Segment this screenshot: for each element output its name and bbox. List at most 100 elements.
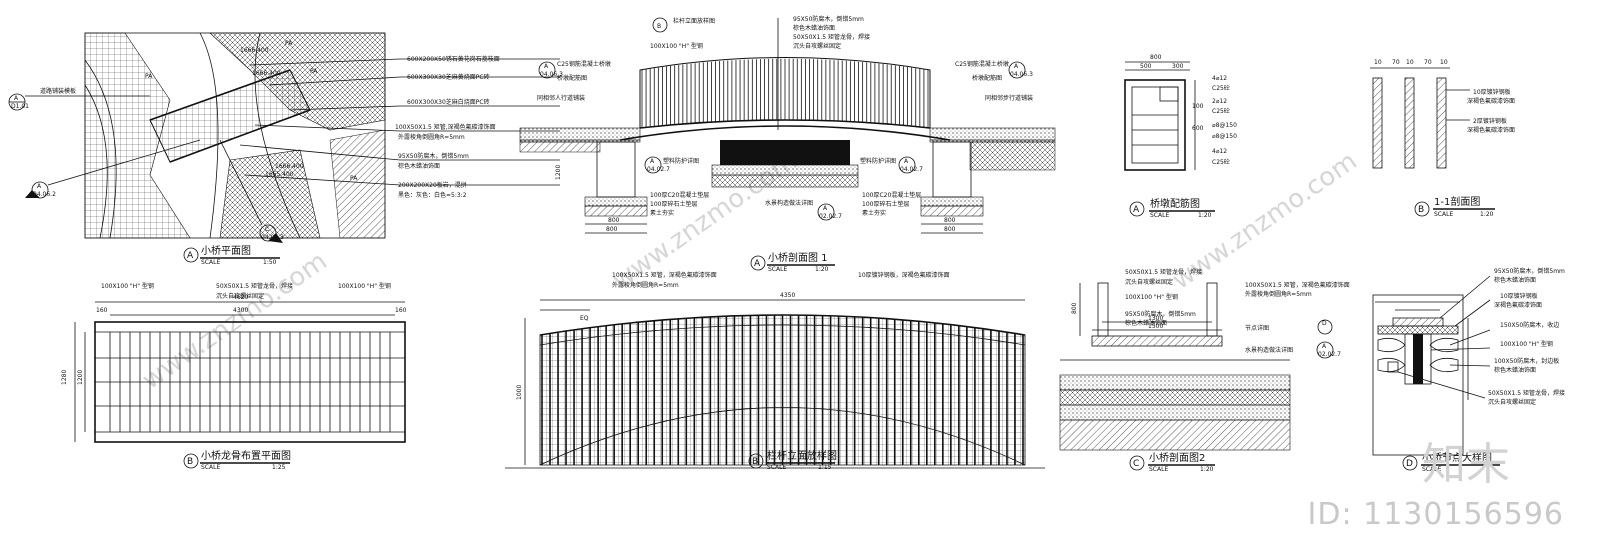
drawing-title: 小桥平面图 bbox=[201, 245, 251, 257]
scale-value: 1:25 bbox=[272, 464, 286, 471]
callout-label: C bbox=[265, 226, 269, 233]
elevation: 1665.400 bbox=[265, 171, 294, 178]
keel-note: 50X50X1.5 矩管龙骨，焊接 bbox=[216, 282, 293, 290]
scale-value: 1:50 bbox=[263, 259, 277, 266]
dim: 800 bbox=[1071, 302, 1078, 314]
scale-label: SCALE bbox=[767, 464, 786, 471]
plan-note: 600X200X50锈石黄花岗石荔枝面 bbox=[407, 55, 500, 63]
scale-value: 1:20 bbox=[1200, 466, 1214, 473]
section-note: 深褐色氟碳漆饰面 bbox=[1467, 97, 1515, 105]
dim: 800 bbox=[608, 217, 620, 224]
s1-bottom-note: 100厚C20混凝土垫层 bbox=[650, 191, 709, 199]
plan-left-note: 道路铺装模板 bbox=[40, 87, 76, 95]
drawing-title: 小桥龙骨布置平面图 bbox=[201, 449, 291, 462]
dim: 800 bbox=[606, 226, 618, 233]
plan-note: 200X200X20板岩，混拼 bbox=[398, 181, 467, 189]
callout-ref: 04.06.3 bbox=[540, 71, 563, 78]
dim: 300 bbox=[1172, 63, 1184, 70]
node-note: 10厚镀锌钢板 bbox=[1500, 292, 1538, 300]
drawing-mark: A bbox=[187, 251, 194, 261]
node-leaders bbox=[1397, 275, 1491, 399]
dim: 10 bbox=[1440, 59, 1448, 66]
elevation: 1666.400 bbox=[240, 47, 269, 54]
callout-ref: 02.02.7 bbox=[819, 213, 842, 220]
plan-note: 95X50防腐木，倒错5mm bbox=[398, 152, 469, 160]
s1-left-note: 同相邻人行道铺装 bbox=[537, 94, 585, 102]
scale-label: SCALE bbox=[1149, 466, 1168, 473]
dim: 500 bbox=[1140, 63, 1152, 70]
watermark-id: ID: 1130156596 bbox=[1307, 497, 1564, 532]
node-detail: 95X50防腐木，倒错5mm 棕色木蜡油饰面 10厚镀锌钢板 深褐色氟碳漆饰面 … bbox=[1372, 267, 1565, 473]
s2-note: 外露棱角倒圆角R=5mm bbox=[1245, 290, 1312, 298]
keel-note: 100X100 "H" 型钢 bbox=[338, 282, 391, 290]
s1-bottom-note: 塑料防护详图 bbox=[860, 157, 896, 165]
s2-note: 100X50X1.5 矩管，深褐色氟碳漆饰面 bbox=[1245, 281, 1350, 289]
s1-bottom-note: 100厚C20混凝土垫层 bbox=[862, 191, 921, 199]
section-note: 深褐色氟碳漆饰面 bbox=[1467, 126, 1515, 134]
s2-note: 沉头自攻螺丝固定 bbox=[1125, 278, 1173, 286]
dim: 1000 bbox=[516, 385, 523, 400]
plan-note: 棕色木蜡油饰面 bbox=[398, 162, 440, 170]
s1-note: 棕色木蜡油饰面 bbox=[793, 24, 835, 32]
s1-note: 栏杆立面放样图 bbox=[673, 17, 715, 25]
s2-note: 节点详图 bbox=[1245, 324, 1269, 332]
s1-note: 100X100 "H" 型钢 bbox=[650, 42, 703, 50]
s1-bottom-note: 100厚碎石土垫层 bbox=[650, 200, 697, 208]
scale-label: SCALE bbox=[201, 464, 220, 471]
pa-label: PA bbox=[285, 40, 293, 47]
callout-label: A bbox=[904, 158, 909, 165]
railing-note: 外露棱角倒圆角R=5mm bbox=[612, 281, 679, 289]
pier-rebar: 800 500 300 100 600 4⌀12 C25砼 2⌀12 C25砼 … bbox=[1124, 54, 1237, 219]
section-1-1: 10 70 10 70 10 10厚镀锌钢板 深褐色氟碳漆饰面 2厚镀锌钢板 深… bbox=[1370, 59, 1515, 218]
s1-bottom-note: 水景构造做法详图 bbox=[765, 199, 813, 207]
dim: 160 bbox=[395, 307, 407, 314]
callout-ref: 04.06.3 bbox=[1010, 71, 1033, 78]
rebar-note: C25砼 bbox=[1212, 158, 1230, 166]
s1-bottom-note: 塑料防护详图 bbox=[663, 157, 699, 165]
drawing-mark: C bbox=[1133, 459, 1139, 469]
dim: 1300 bbox=[1148, 315, 1163, 322]
plan-note: 外露棱角倒圆角R=5mm bbox=[398, 133, 465, 141]
node-note: 深褐色氟碳漆饰面 bbox=[1494, 301, 1542, 309]
dim: 4300 bbox=[233, 307, 248, 314]
section-2: 50X50X1.5 矩管龙骨，焊接 沉头自攻螺丝固定 100X100 "H" 型… bbox=[1059, 268, 1350, 473]
rebar-note: ⌀8@150 bbox=[1212, 133, 1237, 140]
node-note: 50X50X1.5 矩管龙骨，焊接 bbox=[1488, 389, 1565, 397]
node-note: 100X50防腐木，封边板 bbox=[1494, 357, 1559, 365]
node-note: 棕色木蜡油饰面 bbox=[1494, 276, 1536, 284]
s2-note: 100X100 "H" 型钢 bbox=[1125, 293, 1178, 301]
callout-ref: 04.02.7 bbox=[900, 166, 923, 173]
callout-label: A bbox=[544, 63, 549, 70]
plan-note: 100X50X1.5 矩管,深褐色氟碳漆饰面 bbox=[395, 123, 496, 131]
s1-bottom-note: 素土夯实 bbox=[862, 209, 886, 217]
s1-left-note: C25钢筋混凝土桥墩 bbox=[557, 60, 611, 68]
drawing-title: 桥墩配筋图 bbox=[1150, 197, 1200, 210]
watermark-logo: 知末 bbox=[1422, 439, 1510, 490]
drawing-mark: A bbox=[1133, 205, 1140, 215]
drawing-mark: B bbox=[187, 457, 193, 467]
elevation: 1666.400 bbox=[275, 163, 304, 170]
scale-label: SCALE bbox=[1422, 466, 1441, 473]
section-1: B 栏杆立面放样图 100X100 "H" 型钢 95X50防腐木，倒错5mm … bbox=[519, 15, 1056, 273]
dim: 100 bbox=[1192, 103, 1204, 110]
dim: 4350 bbox=[780, 292, 795, 299]
dim: 600 bbox=[1192, 125, 1204, 132]
rebar-note: 4⌀12 bbox=[1212, 148, 1227, 155]
s2-note: 棕色木蜡油饰面 bbox=[1125, 319, 1167, 327]
keel-note: 沉头自攻螺丝固定 bbox=[216, 292, 264, 300]
pa-label: PA bbox=[350, 175, 358, 182]
plan-note: 黑色：灰色：白色=5:3:2 bbox=[398, 191, 467, 199]
callout-label: A bbox=[650, 158, 655, 165]
s1-right-note: C25钢筋混凝土桥墩 bbox=[955, 60, 1009, 68]
keel-note: 100X100 "H" 型钢 bbox=[101, 282, 154, 290]
railing-note: 100X50X1.5 矩管，深褐色氟碳漆饰面 bbox=[612, 271, 717, 279]
railing-note: 10厚镀锌钢板，深褐色氟碳漆饰面 bbox=[858, 271, 950, 279]
s2-note: 水景构造做法详图 bbox=[1245, 346, 1293, 354]
keel-plan: 4620 4300 160 160 100X100 "H" 型钢 50X50X1… bbox=[61, 282, 407, 471]
dim: 1200 bbox=[555, 165, 562, 180]
section-note: 10厚镀锌钢板 bbox=[1473, 88, 1511, 96]
dim: 70 bbox=[1392, 59, 1400, 66]
s1-right-note: 同相邻步行道铺装 bbox=[985, 94, 1033, 102]
drawing-mark: D bbox=[1406, 459, 1413, 469]
callout-label: B bbox=[657, 23, 661, 30]
